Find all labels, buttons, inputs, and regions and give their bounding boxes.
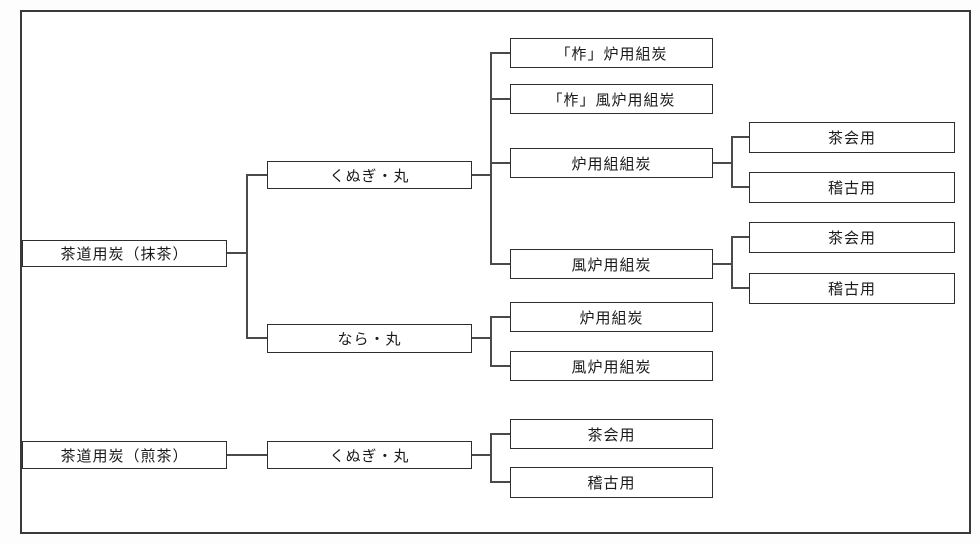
node-sencha-keikoyo: 稽古用 xyxy=(510,467,713,498)
connector-nara-vertical xyxy=(490,316,492,367)
connector-branch-nara-furo xyxy=(490,365,510,367)
connector-matcha-stem xyxy=(227,252,248,254)
connector-branch-ro-chakai xyxy=(731,136,749,138)
connector-kunugi-vertical xyxy=(490,52,492,265)
connector-branch-ro-kumi xyxy=(490,162,510,164)
connector-branch-ro-keiko xyxy=(731,186,749,188)
connector-branch-sencha-keiko xyxy=(490,481,510,483)
node-ro-chakaiyo: 茶会用 xyxy=(749,122,955,153)
connector-branch-sencha-chakai xyxy=(490,433,510,435)
node-furo-keikoyo: 稽古用 xyxy=(749,273,955,304)
connector-branch-furo-keiko xyxy=(731,287,749,289)
connector-sencha-kunugi-stem xyxy=(472,454,492,456)
connector-branch-haze-ro xyxy=(490,52,510,54)
node-haze-furo-kumizumi: 「柞」風炉用組炭 xyxy=(510,84,713,114)
node-nara-ro-kumizumi: 炉用組炭 xyxy=(510,302,713,332)
connector-rokumi-stem xyxy=(713,162,733,164)
connector-branch-furo-kumi xyxy=(490,263,510,265)
node-sadoyotan-matcha: 茶道用炭（抹茶） xyxy=(22,240,227,267)
connector-branch-nara-ro xyxy=(490,316,510,318)
node-haze-ro-kumizumi: 「柞」炉用組炭 xyxy=(510,38,713,68)
connector-rokumi-vertical xyxy=(731,136,733,188)
connector-nara-stem xyxy=(472,337,492,339)
node-furo-kumizumi: 風炉用組炭 xyxy=(510,249,713,279)
node-ro-kumikumizumi: 炉用組組炭 xyxy=(510,148,713,178)
node-sencha-chakaiyo: 茶会用 xyxy=(510,419,713,449)
node-sencha-kunugi-maru: くぬぎ・丸 xyxy=(267,441,472,469)
node-furo-chakaiyo: 茶会用 xyxy=(749,222,955,253)
node-nara-furo-kumizumi: 風炉用組炭 xyxy=(510,351,713,381)
connector-furokumi-stem xyxy=(713,263,733,265)
node-matcha-nara-maru: なら・丸 xyxy=(267,324,472,353)
connector-branch-haze-furo xyxy=(490,98,510,100)
connector-sencha-vertical xyxy=(490,433,492,483)
connector-matcha-vertical xyxy=(246,174,248,339)
node-ro-keikoyo: 稽古用 xyxy=(749,172,955,203)
connector-furokumi-vertical xyxy=(731,236,733,289)
node-sadoyotan-sencha: 茶道用炭（煎茶） xyxy=(22,441,227,469)
node-matcha-kunugi-maru: くぬぎ・丸 xyxy=(267,161,472,189)
connector-sencha-link xyxy=(227,454,267,456)
connector-kunugi-stem xyxy=(472,174,492,176)
connector-branch-furo-chakai xyxy=(731,236,749,238)
connector-branch-nara xyxy=(246,337,267,339)
connector-branch-kunugi xyxy=(246,174,267,176)
